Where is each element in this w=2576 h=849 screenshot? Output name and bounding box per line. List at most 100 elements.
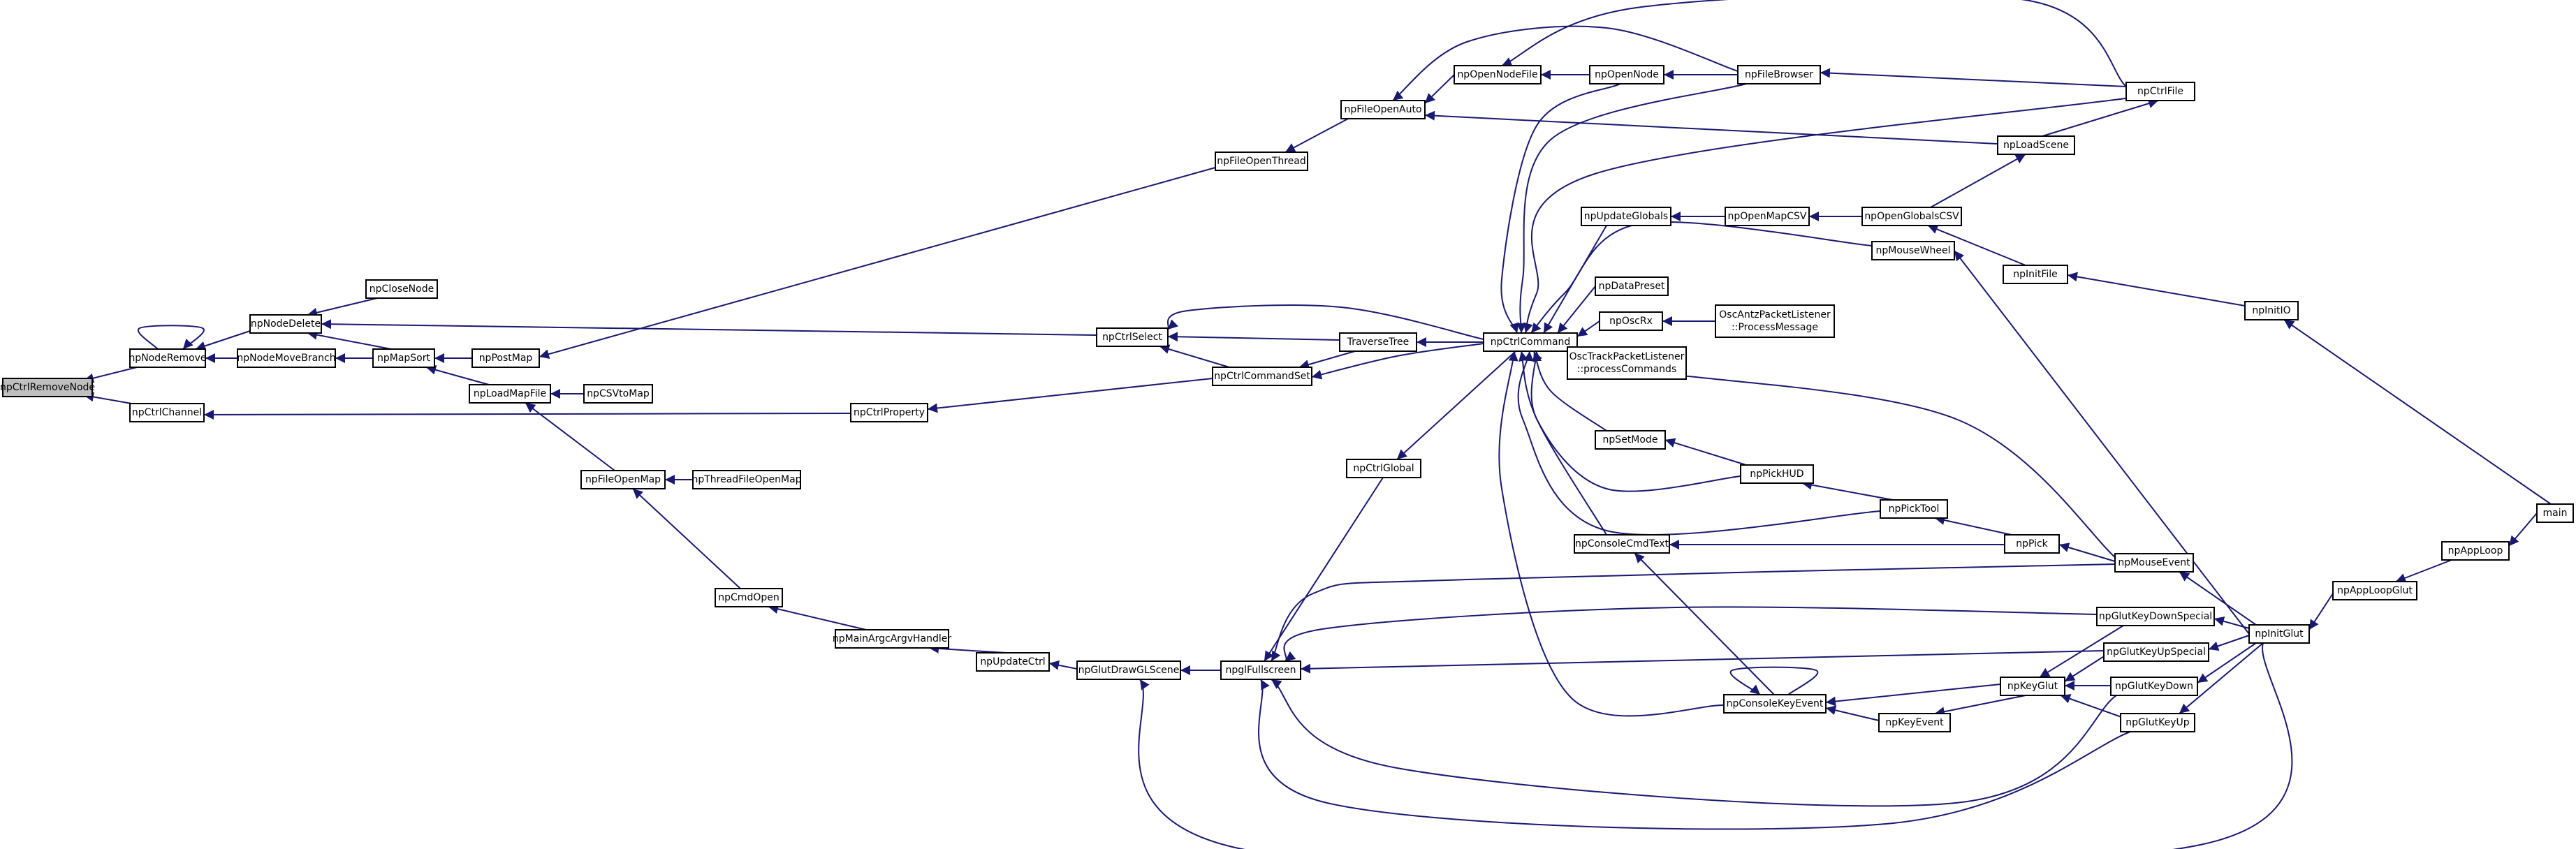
edge-npMouseWheel-to-npCtrlCommand [1530, 221, 1873, 334]
node-npInitFile[interactable]: npInitFile [2003, 265, 2068, 284]
node-npInitGlut[interactable]: npInitGlut [2248, 624, 2310, 644]
node-box [1715, 304, 1835, 338]
edge-npPickTool-to-npCtrlCommand [1517, 350, 1881, 536]
node-label: npKeyEvent [1885, 717, 1944, 728]
node-npConsoleCmdText[interactable]: npConsoleCmdText [1574, 534, 1670, 554]
node-label: npLoadMapFile [474, 388, 546, 399]
node-npCtrlSelect[interactable]: npCtrlSelect [1096, 327, 1169, 347]
node-npCmdOpen[interactable]: npCmdOpen [715, 588, 783, 607]
node-npCtrlRemoveNode[interactable]: npCtrlRemoveNode [0, 378, 95, 397]
node-npGlutKeyUpSpecial[interactable]: npGlutKeyUpSpecial [2103, 642, 2209, 662]
node-box [2000, 677, 2065, 696]
edge-npInitGlut-to-npGlutKeyDown [2197, 642, 2257, 684]
node-npOpenMapCSV[interactable]: npOpenMapCSV [1725, 207, 1810, 226]
node-npPostMap[interactable]: npPostMap [471, 348, 540, 368]
node-npCtrlChannel[interactable]: npCtrlChannel [129, 403, 205, 422]
node-label: npNodeDelete [251, 318, 321, 330]
node-npInitIO[interactable]: npInitIO [2244, 301, 2299, 320]
node-box [1581, 207, 1671, 226]
node-npGlutKeyDown[interactable]: npGlutKeyDown [2110, 677, 2198, 696]
node-npKeyGlut[interactable]: npKeyGlut [2000, 677, 2065, 696]
node-npUpdateCtrl[interactable]: npUpdateCtrl [976, 652, 1050, 672]
node-npCtrlGlobal[interactable]: npCtrlGlobal [1346, 459, 1421, 478]
edge-npGlutKeyDown-to-npglFullscreen [1271, 679, 2117, 807]
node-npPick[interactable]: npPick [2004, 534, 2060, 554]
edge-npCtrlFile-to-npCtrlCommand [1523, 97, 2131, 334]
node-box [2114, 553, 2194, 573]
node-box [1997, 135, 2075, 155]
node-npAppLoop[interactable]: npAppLoop [2441, 541, 2510, 561]
node-npOpenNodeFile[interactable]: npOpenNodeFile [1454, 65, 1542, 84]
node-label: TraverseTree [1347, 337, 1410, 348]
node-label: npFileBrowser [1745, 69, 1813, 80]
node-label: npCtrlChannel [132, 407, 202, 418]
node-npMouseEvent[interactable]: npMouseEvent [2114, 553, 2194, 573]
node-npMainArgcArgvHandler[interactable]: npMainArgcArgvHandler [833, 629, 951, 649]
node-label: npAppLoopGlut [2337, 585, 2413, 596]
node-npAppLoopGlut[interactable]: npAppLoopGlut [2332, 581, 2417, 600]
node-npCloseNode[interactable]: npCloseNode [365, 279, 438, 299]
node-npGlutKeyDownSpecial[interactable]: npGlutKeyDownSpecial [2096, 607, 2215, 626]
node-npPickTool[interactable]: npPickTool [1880, 499, 1948, 519]
node-npNodeMoveBranch[interactable]: npNodeMoveBranch [237, 348, 336, 368]
node-npGlutDrawGLScene[interactable]: npGlutDrawGLScene [1076, 660, 1181, 680]
node-npUpdateGlobals[interactable]: npUpdateGlobals [1581, 207, 1671, 226]
edge-npFileOpenAuto-to-npFileOpenThread [1285, 118, 1349, 153]
edge-npGlutKeyUpSpecial-to-npKeyGlut [2064, 652, 2110, 682]
node-npCtrlFile[interactable]: npCtrlFile [2125, 82, 2195, 101]
node-npOscRx[interactable]: npOscRx [1599, 311, 1663, 331]
node-npThreadFileOpenMap[interactable]: npThreadFileOpenMap [691, 470, 802, 489]
node-npCtrlProperty[interactable]: npCtrlProperty [850, 403, 928, 422]
node-box [2, 378, 93, 397]
node-npNodeDelete[interactable]: npNodeDelete [249, 314, 322, 334]
node-box [1740, 464, 1814, 484]
node-npFileOpenThread[interactable]: npFileOpenThread [1215, 152, 1308, 171]
node-npOpenGlobalsCSV[interactable]: npOpenGlobalsCSV [1861, 207, 1962, 226]
node-label: npCtrlSelect [1102, 332, 1162, 343]
edge-npInitGlut-to-npMouseWheel [1954, 250, 2250, 635]
node-npOpenNode[interactable]: npOpenNode [1589, 65, 1664, 84]
node-label: npOscRx [1609, 316, 1653, 327]
node-OscTrackPacketListener_processCommands[interactable]: OscTrackPacketListener::processCommands [1567, 346, 1687, 380]
node-npGlutKeyUp[interactable]: npGlutKeyUp [2120, 713, 2195, 732]
edge-npCtrlProperty-to-npCtrlChannel [203, 409, 851, 420]
node-npCSVtoMap[interactable]: npCSVtoMap [583, 384, 653, 404]
node-npNodeRemove[interactable]: npNodeRemove [129, 348, 207, 368]
node-npMouseWheel[interactable]: npMouseWheel [1871, 241, 1955, 260]
node-box [2441, 541, 2510, 561]
node-npCtrlCommand[interactable]: npCtrlCommand [1483, 332, 1578, 352]
node-npglFullscreen[interactable]: npglFullscreen [1220, 660, 1301, 680]
node-npMapSort[interactable]: npMapSort [372, 348, 435, 368]
node-npDataPreset[interactable]: npDataPreset [1595, 276, 1669, 296]
node-TraverseTree[interactable]: TraverseTree [1339, 332, 1417, 352]
node-npLoadScene[interactable]: npLoadScene [1997, 135, 2075, 155]
node-label: npNodeRemove [129, 353, 206, 364]
nodes-layer: npCtrlRemoveNode npNodeRemove npCtrlChanne… [0, 65, 2574, 732]
edge-npAppLoop-to-npAppLoopGlut [2395, 559, 2452, 583]
node-npSetMode[interactable]: npSetMode [1595, 430, 1666, 450]
node-main[interactable]: main [2536, 503, 2574, 523]
edge-npMainArgcArgvHandler-to-npCmdOpen [768, 604, 867, 630]
node-box [2096, 607, 2215, 626]
node-OscAntzPacketListener_ProcessMessage[interactable]: OscAntzPacketListener::ProcessMessage [1715, 304, 1835, 338]
node-box [1212, 367, 1312, 386]
node-box [469, 384, 551, 404]
node-label: npGlutDrawGLScene [1078, 665, 1180, 676]
node-npKeyEvent[interactable]: npKeyEvent [1878, 713, 1951, 732]
edge-npMapSort-to-npNodeDelete [307, 330, 392, 350]
node-npConsoleKeyEvent[interactable]: npConsoleKeyEvent [1723, 694, 1827, 714]
node-npFileOpenAuto[interactable]: npFileOpenAuto [1340, 100, 1426, 119]
node-npLoadMapFile[interactable]: npLoadMapFile [469, 384, 551, 404]
node-npPickHUD[interactable]: npPickHUD [1740, 464, 1814, 484]
node-npFileOpenMap[interactable]: npFileOpenMap [580, 470, 666, 489]
node-label: npPostMap [479, 353, 533, 364]
node-npCtrlCommandSet[interactable]: npCtrlCommandSet [1212, 367, 1312, 386]
node-box [2536, 503, 2574, 523]
edge-npNodeDelete-to-npNodeRemove [195, 327, 259, 351]
edge-npFileOpenMap-to-npLoadMapFile [525, 402, 615, 471]
edge-npCloseNode-to-npNodeDelete [307, 297, 378, 318]
edge-npKeyGlut-to-npKeyEvent [1934, 695, 2026, 717]
node-npFileBrowser[interactable]: npFileBrowser [1737, 65, 1821, 84]
edge-npUpdateCtrl-to-npMainArgcArgvHandler [928, 643, 1007, 654]
